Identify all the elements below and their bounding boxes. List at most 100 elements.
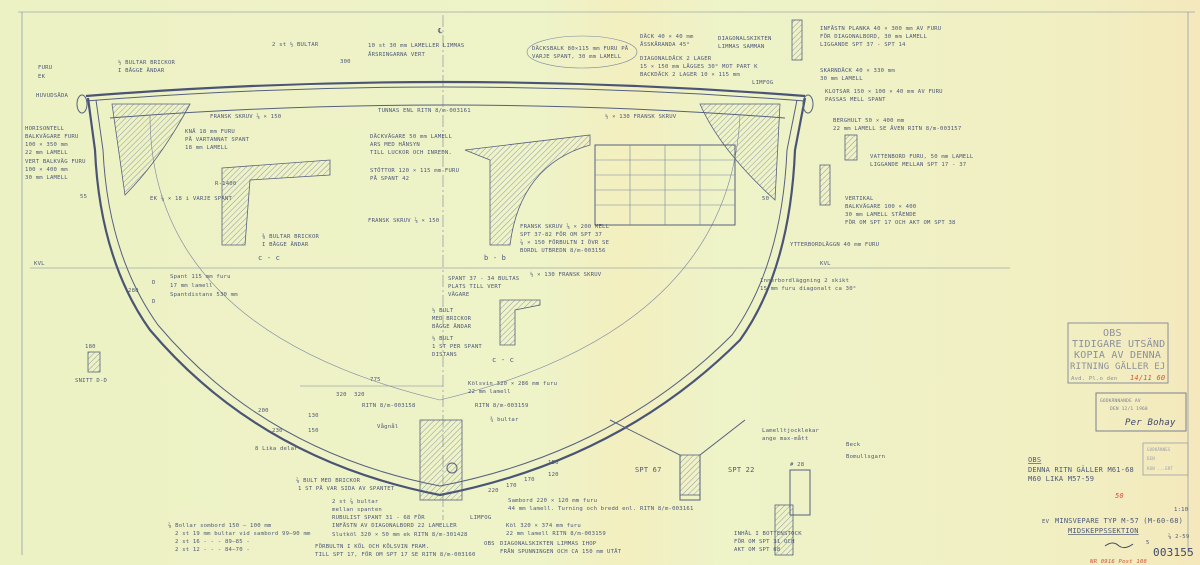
label-st-bult: DISTANS [432, 352, 457, 358]
label-bult-spantet: 1 ST PÅ VAR SIDA AV SPANTET [298, 485, 395, 492]
red-footer-note: NR 0916 Post 108 [1089, 559, 1148, 565]
title-ev: EV [1042, 519, 1050, 525]
label-vertikal: FÖR OM SPT 17 OCH AKT OM SPT 38 [845, 219, 956, 226]
dim-150: 150 [548, 460, 559, 466]
section-mark-d: D [152, 299, 156, 305]
label-klotsar: KLOTSAR 150 × 100 × 40 mm AV FURU [825, 89, 943, 95]
stamp-line: RITNING GÄLLER EJ [1070, 361, 1166, 372]
keel [419, 419, 463, 501]
label-snitt-dd: SNITT D-D [75, 378, 108, 384]
detail-beck [789, 469, 811, 516]
obs-stamp: OBS TIDIGARE UTSÄND KOPIA AV DENNA RITNI… [1067, 322, 1169, 384]
label-st-bultar-mellan: 2 st ⅞ bultar [332, 498, 379, 505]
label-sambord: Sambord 220 × 120 mm furu [508, 498, 597, 504]
label-spant-37: VÄGARE [448, 291, 470, 298]
label-berghult: BERGHULT 50 × 400 mm [833, 118, 905, 124]
label-beck: Beck [846, 442, 861, 448]
label-sambord: 44 mm lamell. Turning och bredd enl. RIT… [508, 506, 694, 512]
drawing-subtitle: MIDSKEPPSSEKTION [1068, 527, 1139, 535]
approval-date: DEN 12/1 1960 [1110, 406, 1148, 412]
title-obs: OBS [1028, 456, 1041, 464]
deck-line [85, 80, 806, 98]
dim-300: 300 [340, 59, 351, 65]
label-fransk-bb: BORDL UTBREDN 8/m-003156 [520, 248, 606, 254]
rubbing-strake-right [802, 94, 814, 114]
dim-320: 320 [336, 392, 347, 398]
drawing-scale: 1:10 [1174, 507, 1188, 513]
label-spant: 17 mm lamell [170, 283, 213, 289]
bolt-table-row: 2 st 19 mm bultar vid sambord 99—90 mm [175, 531, 311, 537]
label-ek-spant: EK ⅞ × 18 i VARJE SPANT [150, 195, 232, 202]
approval-stamp-2: GODKÄNNES DEN KON ...ERT [1142, 442, 1189, 476]
dim-55: 55 [80, 194, 87, 200]
label-spant: Spantdistans 530 mm [170, 292, 238, 298]
label-diagonalskikten: DIAGONALSKIKTEN [718, 36, 772, 42]
label-kol: Köl 320 × 374 mm furu [506, 523, 581, 529]
dim-150: 150 [308, 428, 319, 434]
bolt-table-row: ⅞ Bollar sombord 150 — 100 mm [168, 522, 272, 529]
dackbalk-callout-ellipse [526, 35, 638, 69]
frame-inner-line [149, 114, 741, 401]
dim-170: 170 [524, 477, 535, 483]
sheet-mark: 5 [1146, 540, 1150, 546]
label-inhal: AKT OM SPT 68 [734, 547, 781, 553]
label-horisontell: HORISONTELL [25, 126, 65, 132]
label-lamell: 30 mm LAMELL [25, 175, 68, 181]
dim-230: 230 [272, 428, 283, 434]
stamp-footer: Avd. Pl.o den [1071, 376, 1117, 382]
label-spant-37: PLATS TILL VERT [448, 284, 502, 290]
label-bomullsgarn: Bomullsgarn [846, 454, 885, 460]
label-dackvagare: ARS MED HÅNSYN [370, 141, 420, 148]
label-diagonaldack: DIAGONALDÄCK 2 LAGER [640, 55, 712, 62]
label-obs-diag: FRÅN SPUNNINGEN OCH CA 150 mm UTÅT [500, 548, 622, 555]
approval-stamp: GODKÄNNANDE AV DEN 12/1 1960 Per Bohay [1095, 392, 1187, 432]
label-stottor: PÅ SPANT 42 [370, 175, 409, 182]
title-block: OBS DENNA RITN GÄLLER M61-68 M60 LIKA M5… [1028, 456, 1194, 565]
label-rubulist: RUBULIST SPANT 31 - 68 FÖR [332, 514, 425, 521]
rubbing-strake-left [76, 94, 88, 114]
label-dack: DÄCK 40 × 40 mm [640, 33, 694, 40]
stamp-line: OBS [1103, 328, 1122, 339]
label-limfog: LIMFOG [470, 515, 492, 521]
label-vertikal: VERTIKAL [845, 196, 874, 202]
label-stottor: STÖTTOR 120 × 115 mm FURU [370, 167, 459, 174]
spt67-keel-section [679, 454, 701, 496]
vertical-balkvagare-detail [819, 164, 831, 206]
label-balkvagare: BALKVÄGARE FURU [25, 133, 79, 140]
label-slutkol: Slutköl 320 × 50 mm ek RITN 8/m-301428 [332, 532, 468, 538]
label-lamelltjocklekar: Lamelltjocklekar [762, 428, 820, 434]
section-mark-d: D [152, 280, 156, 286]
title-note: M60 LIKA M57-59 [1028, 475, 1094, 483]
label-kolsvin: 22 mm lamell [468, 389, 511, 395]
detail-section-cc [221, 159, 331, 246]
label-lameller: 10 st 30 mm LAMELLER LIMMAS [368, 43, 464, 49]
label-vagnal: Vågnål [377, 423, 398, 430]
label-fransk-skruv: ½ × 130 FRANSK SKRUV [605, 113, 677, 120]
label-obs-diag: DIAGONALSKIKTEN LIMMAS IHOP [500, 541, 597, 547]
label-inhal: FÖR OM SPT 31 OCH [734, 538, 795, 545]
label-bultar: ¾ bultar [490, 417, 519, 423]
section-cc-title: c - c [258, 254, 280, 262]
label-tunnas: TUNNAS ENL RITN 8/m-003161 [378, 108, 471, 114]
keel-bolt-circle [446, 462, 458, 474]
dim-200: 200 [258, 408, 269, 414]
label-dack: ÅSSKÄRANDA 45° [640, 41, 690, 48]
label-bagge-andar: I BÅGGE ÄNDAR [118, 67, 165, 74]
label-kna: KNÄ 18 mm FURU [185, 128, 235, 135]
kvl-label-right: KVL [820, 261, 831, 267]
label-klotsar: PASSAS MELL SPANT [825, 97, 886, 103]
label-dackvagare: TILL LUCKOR OCH INREDN. [370, 150, 452, 156]
label-ek: EK [38, 74, 46, 80]
label-bultar-brickor: ½ BULTAR BRICKOR [118, 59, 176, 66]
label-diagonalskikten: LIMMAS SAMMAN [718, 44, 764, 50]
deck-underside [85, 86, 806, 102]
infastn-plank-detail [791, 19, 803, 61]
dim-130: 130 [308, 413, 319, 419]
stamp-text: DEN [1147, 456, 1155, 461]
stamp-line: TIDIGARE UTSÄND [1072, 337, 1165, 350]
label-bult: ½ BULT [432, 307, 454, 314]
label-dackbalk: DÄCKSBALK 80×115 mm FURU PÅ [532, 45, 629, 52]
label-st-bult: ½ BULT [432, 335, 454, 342]
label-skarndack: 30 mm LAMELL [820, 76, 863, 82]
detail-section-cc2 [499, 299, 541, 346]
